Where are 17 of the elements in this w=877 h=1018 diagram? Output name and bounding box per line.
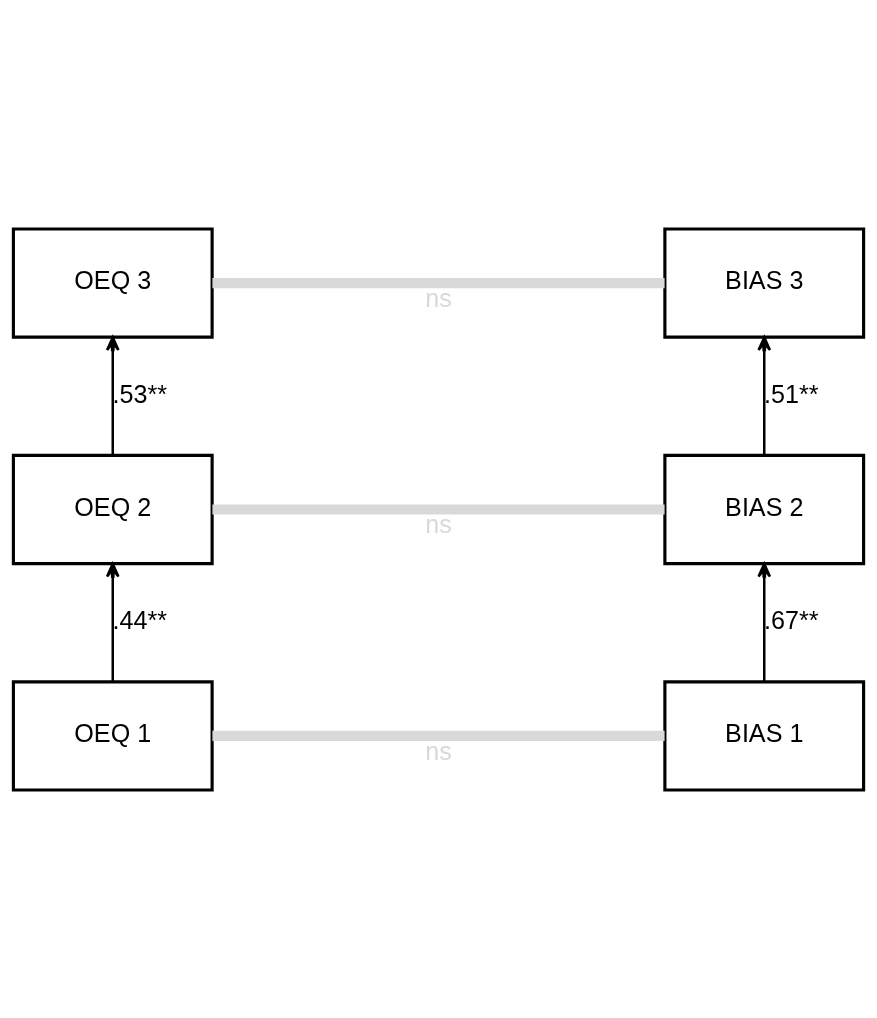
- arrow: [757, 562, 772, 682]
- node-box: OEQ 1: [11, 679, 214, 792]
- edge-label: .51**: [764, 379, 819, 408]
- connector: [212, 730, 665, 741]
- node-box: BIAS 1: [663, 679, 866, 792]
- edge-label: .53**: [112, 379, 168, 408]
- node-box: BIAS 3: [663, 226, 866, 339]
- edge-label: .67**: [764, 605, 819, 634]
- connector: [212, 277, 665, 288]
- edge-label: .44**: [112, 605, 168, 634]
- node-box: BIAS 2: [663, 453, 866, 565]
- node-box: OEQ 2: [11, 453, 214, 565]
- node-box: OEQ 3: [11, 226, 214, 339]
- connector: [212, 503, 665, 515]
- arrow: [105, 335, 120, 455]
- arrow: [105, 562, 120, 682]
- arrow: [757, 335, 772, 455]
